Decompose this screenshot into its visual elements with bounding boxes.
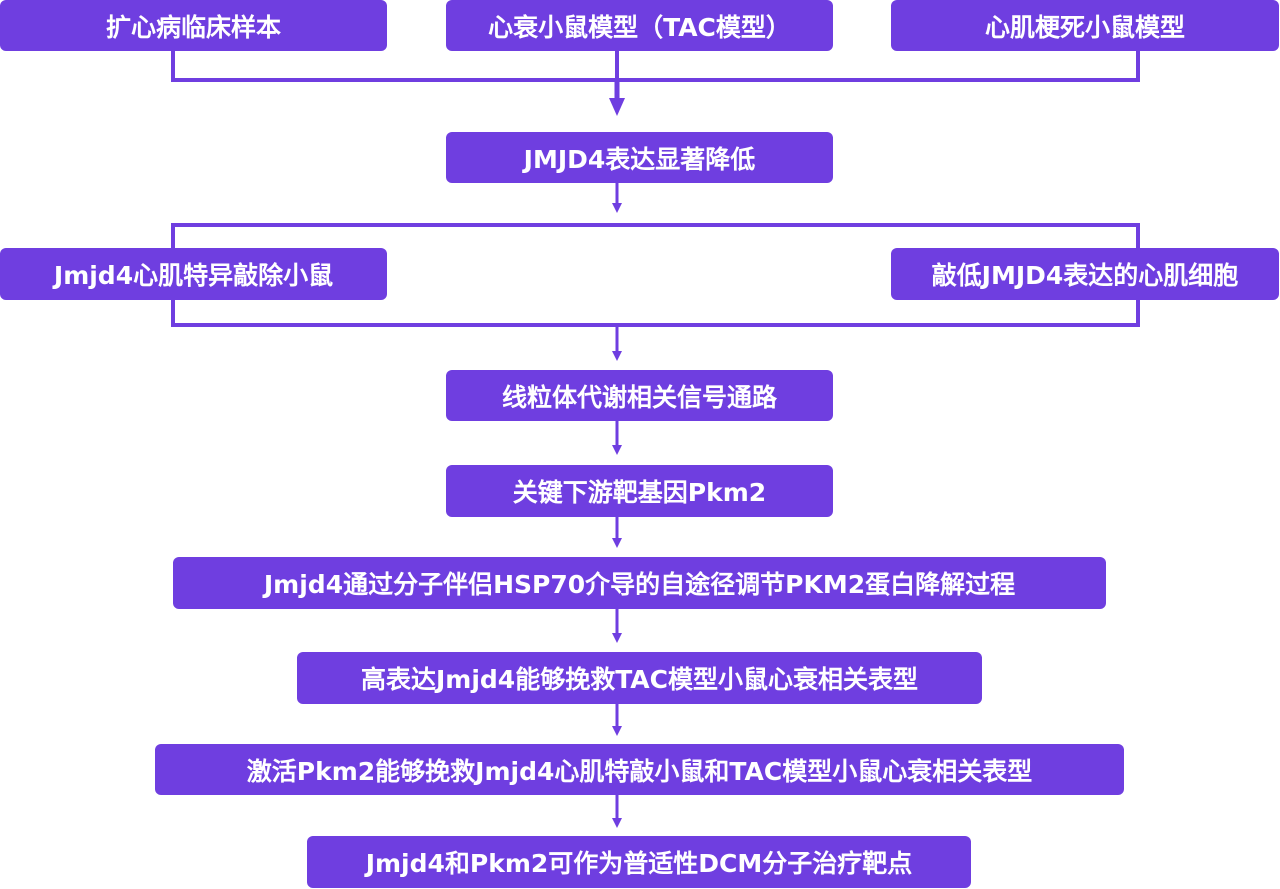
mechanism-box: Jmjd4通过分子伴侣HSP70介导的自途径调节PKM2蛋白降解过程 (173, 557, 1106, 609)
merge-bracket-top (171, 50, 1140, 82)
rescue-overexpress-box: 高表达Jmjd4能够挽救TAC模型小鼠心衰相关表型 (297, 652, 982, 704)
target-gene-box: 关键下游靶基因Pkm2 (446, 465, 833, 517)
pathway-box: 线粒体代谢相关信号通路 (446, 370, 833, 421)
middle-bracket (171, 223, 1140, 248)
expression-down-box: JMJD4表达显著降低 (446, 132, 833, 183)
knockdown-cells-box: 敲低JMJD4表达的心肌细胞 (891, 248, 1279, 300)
conclusion-box: Jmjd4和Pkm2可作为普适性DCM分子治疗靶点 (307, 836, 971, 888)
tac-model-box: 心衰小鼠模型（TAC模型） (446, 0, 833, 51)
rescue-activate-box: 激活Pkm2能够挽救Jmjd4心肌特敲小鼠和TAC模型小鼠心衰相关表型 (155, 744, 1124, 795)
middle-bracket-bottom (171, 300, 1140, 327)
knockout-mouse-box: Jmjd4心肌特异敲除小鼠 (0, 248, 387, 300)
clinical-samples-box: 扩心病临床样本 (0, 0, 387, 51)
mi-model-box: 心肌梗死小鼠模型 (891, 0, 1279, 51)
